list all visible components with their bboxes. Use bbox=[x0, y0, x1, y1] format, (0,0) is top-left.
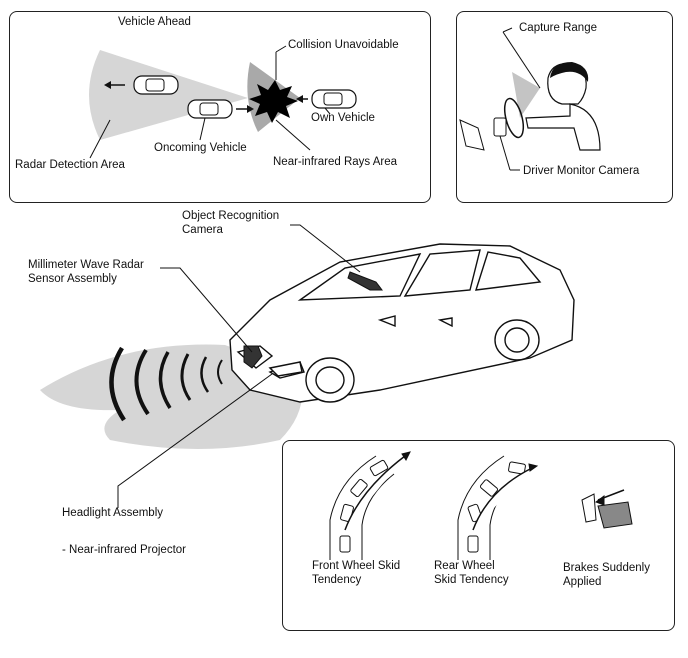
label-collision-unavoidable: Collision Unavoidable bbox=[288, 39, 399, 51]
label-object-recognition-camera: Object Recognition Camera bbox=[182, 210, 280, 236]
label-driver-monitor-camera: Driver Monitor Camera bbox=[523, 165, 640, 177]
mm-wave-radar-icon bbox=[243, 345, 263, 369]
label-own-vehicle: Own Vehicle bbox=[311, 112, 375, 124]
radar-detection-area bbox=[89, 50, 248, 140]
label-capture-range: Capture Range bbox=[519, 22, 597, 34]
brake-pedal-icon bbox=[581, 489, 633, 529]
own-vehicle-car-icon bbox=[296, 89, 357, 109]
driver-monitor-camera-icon bbox=[459, 117, 507, 151]
label-near-infrared-rays-area: Near-infrared Rays Area bbox=[273, 156, 397, 168]
label-radar-detection-area: Radar Detection Area bbox=[15, 159, 125, 171]
label-rear-wheel-skid: Rear Wheel Skid Tendency bbox=[434, 560, 509, 586]
sedan-car bbox=[229, 243, 575, 403]
label-mm-wave-radar: Millimeter Wave Radar Sensor Assembly bbox=[28, 259, 144, 285]
radar-waves bbox=[109, 346, 223, 422]
label-near-infrared-projector: - Near-infrared Projector bbox=[62, 544, 186, 556]
object-recognition-camera-icon bbox=[347, 271, 383, 291]
headlight-icon bbox=[268, 361, 303, 377]
label-oncoming-vehicle: Oncoming Vehicle bbox=[154, 142, 247, 154]
front-skid-road bbox=[329, 455, 395, 560]
vehicle-ahead-car-icon bbox=[104, 75, 179, 95]
rear-skid-cars bbox=[467, 461, 539, 553]
oncoming-vehicle-car-icon bbox=[187, 99, 254, 119]
capture-range-area bbox=[512, 72, 540, 118]
collision-burst-icon bbox=[249, 80, 298, 123]
label-vehicle-ahead: Vehicle Ahead bbox=[118, 16, 191, 28]
driver-monitor-panel bbox=[456, 11, 673, 203]
label-brakes-suddenly: Brakes Suddenly Applied bbox=[563, 562, 650, 588]
front-skid-cars bbox=[339, 451, 411, 553]
label-front-wheel-skid: Front Wheel Skid Tendency bbox=[312, 560, 401, 586]
label-headlight-assembly: Headlight Assembly bbox=[62, 507, 163, 519]
driver-figure bbox=[525, 62, 601, 151]
